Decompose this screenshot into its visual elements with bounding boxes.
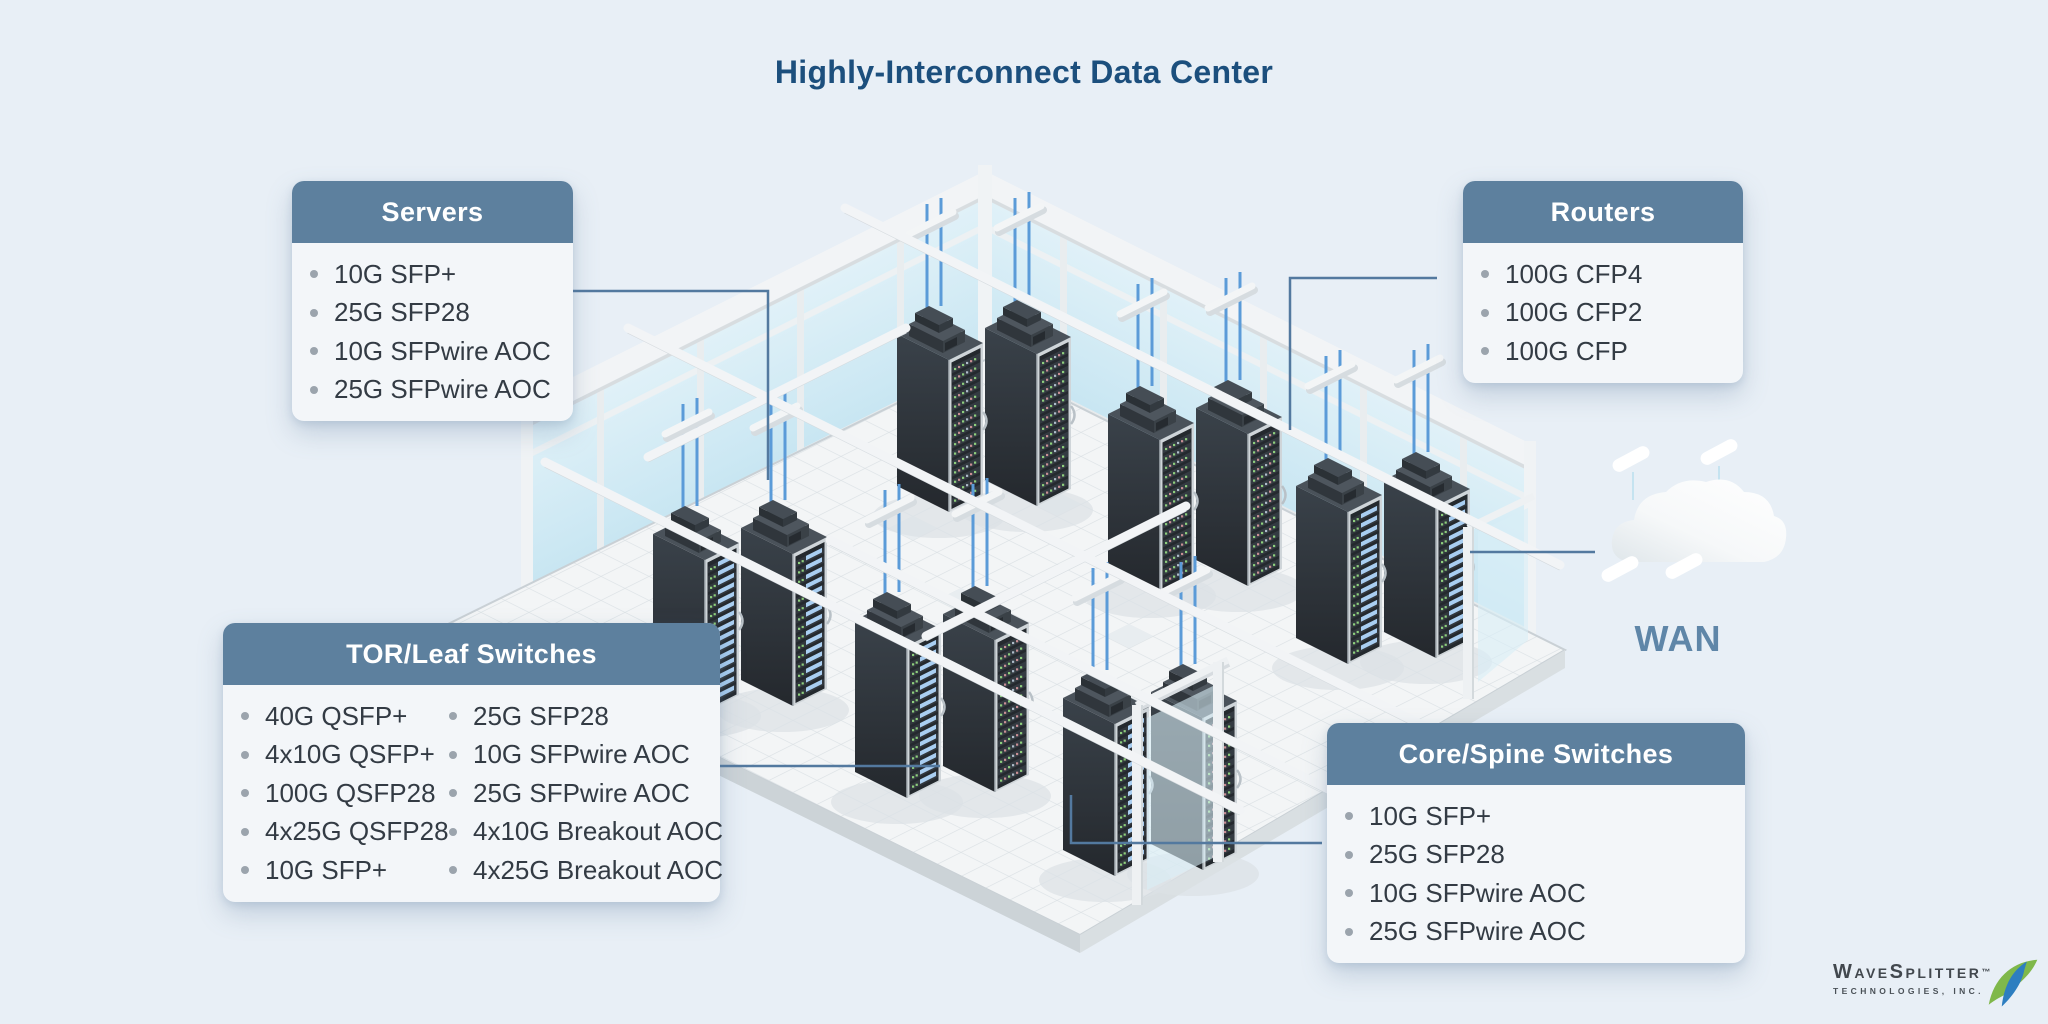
spec-label: 4x10G Breakout AOC [473,816,724,847]
spec-label: 25G SFPwire AOC [1369,916,1586,947]
spec-label: 10G SFP+ [265,854,388,885]
spec-item: 10G SFPwire AOC [310,332,563,371]
routers-spec-list: 100G CFP4 100G CFP2 100G CFP [1481,255,1733,371]
wavesplitter-logo: WAVESPLITTER™ TECHNOLOGIES, INC. [1833,959,2039,1012]
bullet-icon [449,827,457,836]
bullet-icon [310,270,318,279]
callout-tor-leaf: TOR/Leaf Switches 40G QSFP+ 4x10G QSFP+ … [223,623,723,902]
bullet-icon [1481,347,1489,356]
spec-item: 40G QSFP+ [241,697,449,736]
connector-servers [573,289,770,480]
spec-item: 4x10G Breakout AOC [449,813,723,852]
spec-item: 25G SFP28 [310,294,563,333]
callout-core-spine-title: Core/Spine Switches [1327,723,1745,785]
spec-label: 25G SFP28 [1369,839,1505,870]
spec-label: 4x10G QSFP+ [265,739,435,770]
bullet-icon [449,789,457,798]
bullet-icon [241,827,249,836]
spec-label: 10G SFPwire AOC [1369,877,1586,908]
logo-swoosh-icon [1988,959,2038,1007]
bullet-icon [1345,850,1353,859]
spec-item: 10G SFP+ [310,255,563,294]
spec-item: 4x25G Breakout AOC [449,851,723,890]
page-title: Highly-Interconnect Data Center [774,54,1274,90]
spec-item: 25G SFPwire AOC [1345,913,1735,952]
spec-label: 10G SFPwire AOC [473,739,690,770]
wan-cloud-icon [1601,439,1787,582]
spec-item: 10G SFPwire AOC [449,736,723,775]
bullet-icon [310,347,318,356]
bullet-icon [310,385,318,394]
callout-routers: Routers 100G CFP4 100G CFP2 100G CFP [1463,181,1743,383]
callout-servers-title: Servers [292,181,573,243]
spec-label: 4x25G Breakout AOC [473,854,724,885]
core-spine-spec-list: 10G SFP+ 25G SFP28 10G SFPwire AOC 25G S… [1345,797,1735,951]
spec-item: 25G SFPwire AOC [449,774,723,813]
bullet-icon [449,866,457,875]
spec-label: 25G SFPwire AOC [473,777,690,808]
spec-label: 10G SFP+ [1369,800,1492,831]
spec-item: 25G SFP28 [1345,836,1735,875]
spec-label: 4x25G QSFP28 [265,816,449,847]
bullet-icon [449,712,457,721]
spec-item: 10G SFP+ [241,851,449,890]
bullet-icon [1345,927,1353,936]
spec-item: 100G CFP4 [1481,255,1733,294]
wall-corner-post [978,165,992,367]
spec-item: 10G SFPwire AOC [1345,874,1735,913]
spec-label: 100G CFP2 [1505,297,1643,328]
tor-leaf-spec-list-col1: 40G QSFP+ 4x10G QSFP+ 100G QSFP28 4x25G … [241,697,449,890]
logo-subtitle: TECHNOLOGIES, INC. [1833,986,1984,996]
servers-spec-list: 10G SFP+ 25G SFP28 10G SFPwire AOC 25G S… [310,255,563,409]
spec-item: 25G SFPwire AOC [310,371,563,410]
callout-routers-title: Routers [1463,181,1743,243]
wan-label: WAN [1634,618,1722,659]
connector-routers [1288,276,1437,430]
bullet-icon [241,866,249,875]
spec-item: 100G CFP [1481,332,1733,371]
bullet-icon [1481,308,1489,317]
bullet-icon [1481,270,1489,279]
spec-label: 10G SFP+ [334,258,457,289]
bullet-icon [449,750,457,759]
logo-brand: WAVESPLITTER™ [1833,961,1993,983]
bullet-icon [1345,812,1353,821]
connector-core-spine [1069,795,1322,845]
bullet-icon [1345,889,1353,898]
bullet-icon [310,308,318,317]
bullet-icon [241,712,249,721]
spec-item: 25G SFP28 [449,697,723,736]
spec-item: 4x25G QSFP28 [241,813,449,852]
callout-tor-leaf-title: TOR/Leaf Switches [223,623,720,685]
spec-label: 100G QSFP28 [265,777,436,808]
spec-item: 100G CFP2 [1481,294,1733,333]
spec-label: 100G CFP [1505,335,1628,366]
connector-lines [573,276,1595,845]
spec-label: 40G QSFP+ [265,700,408,731]
spec-label: 25G SFP28 [334,297,470,328]
spec-item: 100G QSFP28 [241,774,449,813]
callout-core-spine: Core/Spine Switches 10G SFP+ 25G SFP28 1… [1327,723,1745,963]
spec-label: 25G SFP28 [473,700,609,731]
bullet-icon [241,789,249,798]
tor-leaf-spec-list-col2: 25G SFP28 10G SFPwire AOC 25G SFPwire AO… [449,697,723,890]
spec-label: 10G SFPwire AOC [334,335,551,366]
spec-label: 100G CFP4 [1505,258,1643,289]
spec-item: 4x10G QSFP+ [241,736,449,775]
wall-end-post-left [521,396,533,596]
spec-label: 25G SFPwire AOC [334,374,551,405]
bullet-icon [241,750,249,759]
callout-servers: Servers 10G SFP+ 25G SFP28 10G SFPwire A… [292,181,573,421]
spec-item: 10G SFP+ [1345,797,1735,836]
